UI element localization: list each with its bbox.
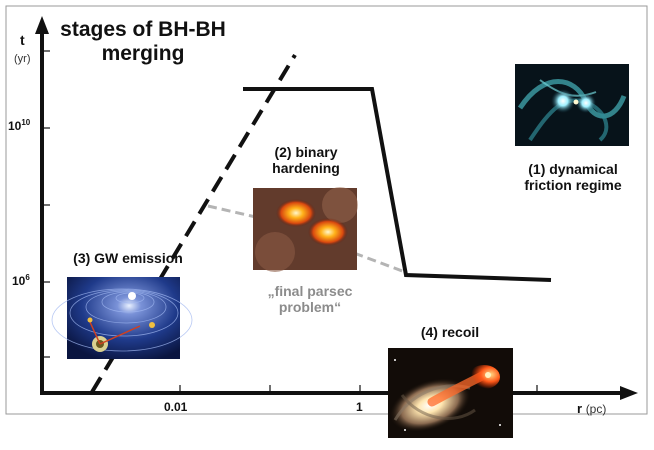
y-axis-label: t	[20, 32, 25, 48]
merger-timescale-line	[243, 87, 552, 282]
galaxy-interaction-image	[515, 64, 629, 146]
y-axis-arrow	[35, 16, 49, 34]
stage-4-label: (4) recoil	[420, 324, 480, 340]
y-axis-unit: (yr)	[14, 53, 31, 65]
stage-2-label: (2) binary hardening	[272, 144, 340, 177]
recoil-galaxy-image	[388, 348, 513, 438]
x-axis-arrow	[620, 386, 638, 400]
final-parsec-label: „final parsec problem“	[267, 283, 353, 316]
diagram-title: stages of BH-BH merging	[60, 18, 226, 66]
gw-spacetime-image	[51, 277, 193, 359]
y-tick-1e10: 1010	[8, 118, 31, 133]
binary-bh-image	[253, 187, 358, 272]
y-tick-1e6: 106	[12, 273, 30, 288]
stage-1-label: (1) dynamical friction regime	[524, 161, 622, 194]
x-tick-0.01: 0.01	[164, 400, 188, 414]
x-axis-label: r (pc)	[577, 401, 607, 416]
x-tick-1: 1	[356, 400, 363, 414]
figure-frame	[5, 5, 648, 415]
y-ticks	[42, 50, 50, 358]
stage-3-label: (3) GW emission	[73, 250, 183, 266]
